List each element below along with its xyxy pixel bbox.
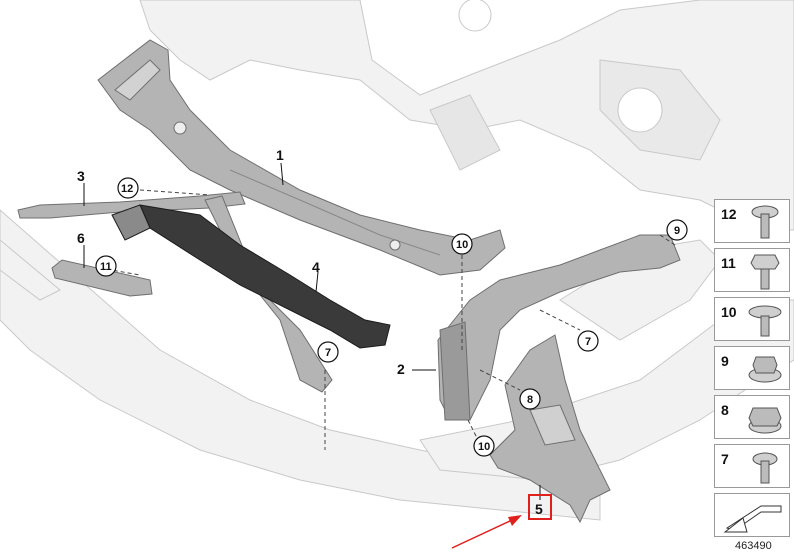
- legend-number: 11: [721, 255, 736, 271]
- callout-10-top: 10: [456, 239, 468, 251]
- torx-screw-icon: [751, 205, 779, 239]
- callout-12: 12: [121, 183, 133, 195]
- part-label-5: 5: [535, 501, 543, 517]
- flange-nut-icon: [748, 356, 782, 383]
- hex-flange-bolt-icon: [752, 452, 778, 484]
- callout-10-bottom: 10: [478, 441, 490, 453]
- leader-lines: [83, 162, 541, 500]
- highlight-arrow: [451, 515, 522, 549]
- part-label-6: 6: [77, 230, 85, 246]
- callout-9: 9: [674, 225, 680, 237]
- part-label-2: 2: [397, 361, 405, 377]
- small-mounting-bracket: [51, 259, 153, 297]
- legend-item-12: 12: [714, 199, 790, 243]
- highlight-box: [528, 494, 552, 520]
- direction-arrow-icon: [723, 505, 782, 533]
- callout-8: 8: [527, 394, 533, 406]
- ribbed-support-bracket: [111, 204, 391, 349]
- fastener-guide-lines: [99, 189, 676, 450]
- collar-nut-icon: [748, 407, 782, 434]
- flange-screw-icon: [748, 305, 782, 337]
- part-label-3: 3: [77, 168, 85, 184]
- legend-number: 9: [721, 353, 729, 369]
- legend-item-11: 11: [714, 248, 790, 292]
- legend-item-8: 8: [714, 395, 790, 439]
- callout-11: 11: [100, 261, 112, 273]
- hex-bolt-icon: [750, 254, 780, 290]
- legend-item-7: 7: [714, 444, 790, 488]
- callout-circles: [95, 177, 688, 457]
- legend-number: 12: [721, 206, 737, 222]
- legend-number: 8: [721, 402, 729, 418]
- upper-cross-member: [97, 39, 506, 276]
- legend-number: 7: [721, 451, 729, 467]
- legend-item-9: 9: [714, 346, 790, 390]
- diagram-id: 463490: [735, 540, 772, 552]
- part-label-4: 4: [312, 259, 320, 275]
- legend-item-10: 10: [714, 297, 790, 341]
- callout-7-left: 7: [325, 347, 331, 359]
- callout-7-right: 7: [585, 336, 591, 348]
- lower-mounting-bracket: [489, 334, 611, 524]
- legend-number: 10: [721, 304, 737, 320]
- legend-item-arrow: [714, 493, 790, 537]
- part-label-1: 1: [276, 147, 284, 163]
